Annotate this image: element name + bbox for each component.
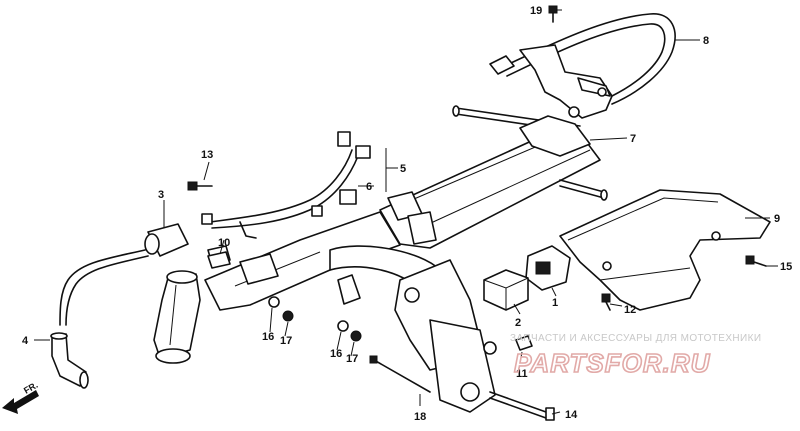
callout-2: 2 (515, 317, 521, 329)
callout-6: 6 (366, 181, 372, 193)
bolt-13 (187, 181, 213, 191)
bolt-12 (601, 293, 611, 311)
callout-14: 14 (565, 409, 578, 421)
callout-labels: 19 8 7 13 5 6 3 9 10 15 1 12 2 16 17 4 1… (22, 5, 792, 423)
callout-18: 18 (414, 411, 426, 423)
rear-grab-bar (489, 13, 676, 119)
callout-5: 5 (400, 163, 406, 175)
callout-16a: 16 (262, 331, 274, 343)
washers-16-17 (268, 296, 362, 342)
callout-1: 1 (552, 297, 558, 309)
callout-13: 13 (201, 149, 213, 161)
watermark: ЗАПЧАСТИ И АКСЕССУАРЫ ДЛЯ МОТОТЕХНИКИ PA… (510, 333, 761, 379)
watermark-logo: PARTSFOR.RU (514, 348, 711, 378)
callout-11: 11 (516, 368, 528, 380)
bolt-19 (548, 5, 558, 23)
ignition-unit (59, 223, 189, 326)
callout-9: 9 (774, 213, 780, 225)
head-pipe (153, 270, 201, 364)
callout-19: 19 (530, 5, 542, 17)
nut-11 (515, 335, 533, 351)
rear-fender (559, 189, 771, 311)
callout-16b: 16 (330, 348, 342, 360)
relay-1 (525, 245, 571, 291)
long-bolt-18 (369, 355, 431, 393)
module-2 (483, 269, 529, 311)
callout-10: 10 (218, 237, 230, 249)
callout-3: 3 (158, 189, 164, 201)
long-bolt-14 (489, 391, 555, 421)
callout-7: 7 (630, 133, 636, 145)
callout-17a: 17 (280, 335, 292, 347)
wiring-harness (201, 131, 371, 239)
callout-15: 15 (780, 261, 792, 273)
elbow-fitting (50, 332, 89, 389)
callout-4: 4 (22, 335, 29, 347)
callout-17b: 17 (346, 353, 358, 365)
callout-8: 8 (703, 35, 709, 47)
leader-lines (34, 9, 778, 415)
bolt-15 (745, 255, 767, 267)
main-frame (204, 105, 608, 413)
forward-arrow: FR. (2, 380, 40, 414)
watermark-subtitle: ЗАПЧАСТИ И АКСЕССУАРЫ ДЛЯ МОТОТЕХНИКИ (510, 333, 761, 344)
callout-12: 12 (624, 304, 636, 316)
